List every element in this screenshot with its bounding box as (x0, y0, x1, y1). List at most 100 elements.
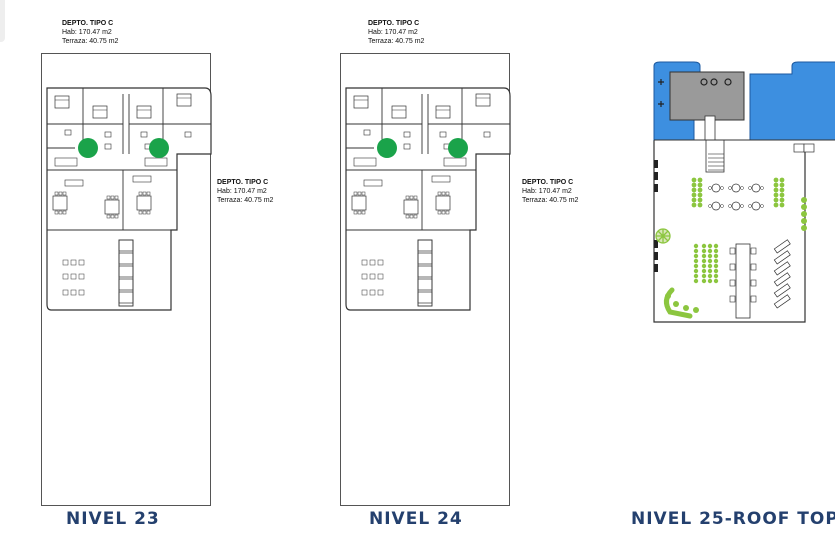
unit-type: DEPTO. TIPO C (217, 179, 269, 186)
plant-icon (697, 177, 703, 183)
plant-icon (713, 273, 719, 279)
gym-equipment-icon (724, 78, 732, 86)
unit-label-left: DEPTO. TIPO C Hab: 170.47 m2 Terraza: 40… (368, 19, 424, 46)
plant-icon (697, 192, 703, 198)
chair-icon (114, 195, 119, 200)
pool-right (749, 61, 835, 141)
lockers (654, 160, 658, 272)
plant-icon (707, 243, 713, 249)
green-marker (149, 138, 169, 158)
level-title: NIVEL 25-ROOF TOP (631, 509, 835, 529)
chair-icon (760, 204, 764, 208)
plant-icon (713, 253, 719, 259)
plant-icon (773, 187, 779, 193)
chair-icon (146, 210, 151, 215)
bed-icon (176, 93, 192, 107)
plant-icon (713, 248, 719, 254)
plant-icon (693, 278, 699, 284)
sun-lounger-icon (773, 261, 791, 276)
bath-fixture-icon (64, 129, 72, 136)
chair-icon (413, 195, 418, 200)
sun-lounger-icon (417, 252, 433, 265)
sofa-icon (363, 179, 383, 187)
terrace-chair-icon (377, 259, 384, 266)
bath-fixture-icon (140, 131, 148, 138)
terrace-chair-icon (70, 259, 77, 266)
sofa-icon (64, 179, 84, 187)
chair-icon (409, 214, 414, 219)
bath-fixture-icon (439, 131, 447, 138)
chair-icon (106, 195, 111, 200)
bed-icon (391, 105, 407, 119)
chair-icon (760, 186, 764, 190)
plant-icon (801, 218, 807, 224)
unit-terrace-area: Terraza: 40.75 m2 (368, 38, 425, 45)
terrace-chair-icon (369, 289, 376, 296)
plant-icon (707, 278, 713, 284)
sun-lounger-icon (417, 291, 433, 304)
plant-icon (693, 253, 699, 259)
plant-icon (773, 202, 779, 208)
sun-lounger-icon (118, 265, 134, 278)
plant-icon (691, 202, 697, 208)
terrace-chair-icon (369, 273, 376, 280)
plant-icon (673, 301, 679, 307)
chair-icon (740, 204, 744, 208)
plant-icon (693, 263, 699, 269)
gym-equipment-icon (700, 78, 708, 86)
terrace-chair-icon (361, 259, 368, 266)
stairs (705, 139, 725, 173)
sun-lounger-icon (773, 250, 791, 265)
chair-icon (110, 214, 115, 219)
plant-icon (713, 268, 719, 274)
plant-icon (697, 197, 703, 203)
terrace-chair-icon (78, 289, 85, 296)
chair-icon (138, 191, 143, 196)
gym-equipment-icon (658, 101, 664, 107)
terrace-chair-icon (361, 273, 368, 280)
hedge-planter (664, 287, 693, 319)
plant-icon (691, 182, 697, 188)
sun-lounger-icon (417, 278, 433, 291)
terrace-chair-icon (78, 273, 85, 280)
plant-icon (701, 253, 707, 259)
bath-fixture-icon (403, 131, 411, 138)
chair-icon (110, 195, 115, 200)
chair-icon (54, 210, 59, 215)
plant-icon (779, 177, 785, 183)
floorplan-level-24 (345, 87, 511, 311)
plant-icon (773, 197, 779, 203)
cabins (793, 143, 815, 153)
chair-icon (441, 191, 446, 196)
terrace-chair-icon (62, 289, 69, 296)
plant-icon (693, 307, 699, 313)
unit-hab-area: Hab: 170.47 m2 (368, 29, 418, 36)
plant-icon (701, 273, 707, 279)
bed-icon (435, 105, 451, 119)
unit-terrace-area: Terraza: 40.75 m2 (217, 197, 274, 204)
roof-top-plan (653, 61, 835, 323)
walkway (704, 115, 716, 141)
chair-icon (353, 210, 358, 215)
chair-icon (54, 191, 59, 196)
plant-icon (707, 258, 713, 264)
chair-icon (353, 191, 358, 196)
plant-icon (683, 305, 689, 311)
terrace-chair-icon (377, 289, 384, 296)
plant-icon (779, 197, 785, 203)
bath-fixture-icon (104, 143, 112, 150)
bath-fixture-icon (403, 143, 411, 150)
bed-icon (136, 105, 152, 119)
bed-icon (54, 95, 70, 109)
terrace-chair-icon (377, 273, 384, 280)
unit-terrace-area: Terraza: 40.75 m2 (522, 197, 579, 204)
floorplan-level-23 (46, 87, 212, 311)
bed-icon (353, 95, 369, 109)
page-corner-tab (0, 0, 5, 42)
chair-icon (708, 186, 712, 190)
bath-fixture-icon (363, 129, 371, 136)
dining-table-icon (435, 195, 451, 211)
chair-icon (405, 195, 410, 200)
plant-icon (801, 211, 807, 217)
planters (665, 177, 807, 313)
